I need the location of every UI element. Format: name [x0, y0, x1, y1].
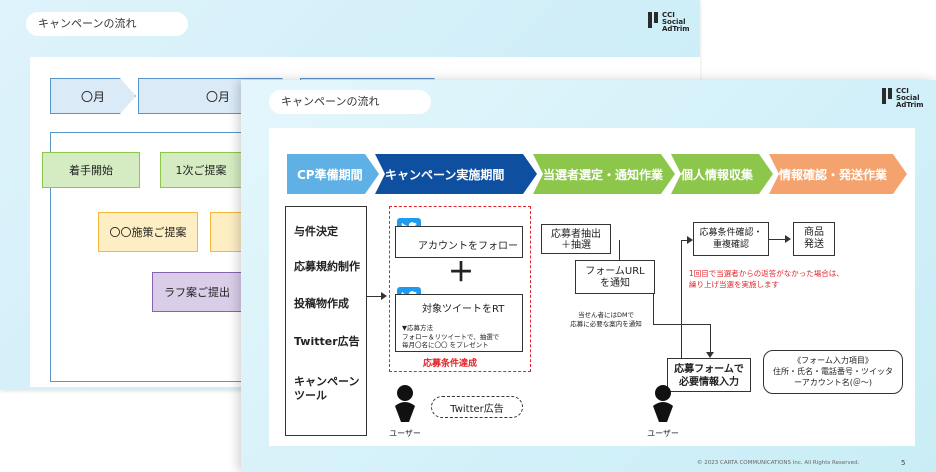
dm-note: 当せん者にはDMで 応募に必要な案内を通知	[570, 311, 642, 328]
item-tool: ツール	[294, 389, 327, 402]
list-to-exec-line	[367, 296, 383, 297]
phase-execution: キャンペーン実施期間	[375, 154, 537, 194]
copyright: © 2023 CARTA COMMUNICATIONS Inc. All Rig…	[697, 460, 860, 466]
url-to-form-line-v	[653, 294, 654, 324]
item-requirements: 与件決定	[294, 225, 338, 238]
item-posts: 投稿物作成	[294, 297, 349, 310]
phase-preparation: CP準備期間	[287, 154, 379, 194]
form-to-confirm-line-v	[681, 240, 682, 358]
form-to-confirm-line-h	[681, 240, 689, 241]
phase-info-collection: 個人情報収集	[671, 154, 773, 194]
logo-mark-icon	[648, 12, 659, 28]
user-figure: ユーザー	[385, 384, 425, 439]
arrow-right-icon	[381, 292, 387, 300]
arrow-right-icon	[785, 235, 791, 243]
item-twitter-ad: Twitter広告	[294, 335, 360, 348]
step-start: 着手開始	[42, 152, 140, 188]
user-figure-2: ユーザー	[643, 384, 683, 439]
front-slide-title: キャンペーンの流れ	[269, 90, 431, 114]
step-first-proposal: 1次ご提案	[160, 152, 242, 188]
arrow-down-icon	[706, 352, 714, 358]
twitter-ad-bubble: Twitter広告	[431, 396, 523, 418]
step-measure-proposal-2	[210, 212, 242, 252]
url-to-form-line-v2	[710, 324, 711, 352]
follow-account-box: アカウントをフォロー	[395, 226, 523, 258]
logo-mark-icon	[882, 88, 893, 104]
step-rough-draft: ラフ案ご提出	[152, 272, 242, 312]
ship-box: 商品 発送	[793, 222, 835, 256]
front-slide: キャンペーンの流れ CCI Social AdTrim CP準備期間 キャンペー…	[241, 80, 936, 472]
red-note: 1回目で当選者からの返答がなかった場合は、 繰り上げ当選を実施します	[689, 269, 844, 289]
phase-winner-selection: 当選者選定・通知作業	[533, 154, 675, 194]
item-campaign: キャンペーン	[294, 375, 360, 388]
plus-sign: ＋	[448, 258, 475, 288]
back-logo: CCI Social AdTrim	[648, 12, 690, 33]
front-logo: CCI Social AdTrim	[882, 88, 924, 109]
confirm-to-ship-line	[769, 239, 785, 240]
back-slide-title: キャンペーンの流れ	[26, 12, 188, 36]
form-input-box: 応募フォームで 必要情報入力	[667, 358, 751, 392]
timeline-month-1: 〇月	[50, 78, 136, 114]
step-measure-proposal: 〇〇施策ご提案	[98, 212, 198, 252]
item-terms: 応募規約制作	[294, 260, 360, 273]
condition-label: 応募条件達成	[423, 359, 478, 369]
phase-shipping: 情報確認・発送作業	[769, 154, 907, 194]
execution-dashed-area	[389, 206, 531, 372]
confirm-box: 応募条件確認・ 重複確認	[693, 222, 769, 256]
form-items-box: 《フォーム入力項目》 住所・氏名・電話番号・ツイッタ ーアカウント名(＠～)	[763, 350, 903, 394]
page-number: 5	[901, 459, 906, 467]
lottery-box: 応募者抽出 ＋抽選	[541, 224, 611, 254]
user-icon	[653, 385, 673, 422]
preparation-list: 与件決定 応募規約制作 投稿物作成 Twitter広告 キャンペーン ツール	[285, 206, 367, 436]
retweet-box: 対象ツイートをRT ▼応募方法 フォロー＆リツイートで、抽選で 毎月〇名に〇〇 …	[395, 294, 523, 352]
lottery-to-url-line	[619, 240, 620, 260]
arrow-right-icon	[687, 236, 693, 244]
user-icon	[395, 385, 415, 422]
form-url-box: フォームURL を通知	[575, 260, 655, 294]
